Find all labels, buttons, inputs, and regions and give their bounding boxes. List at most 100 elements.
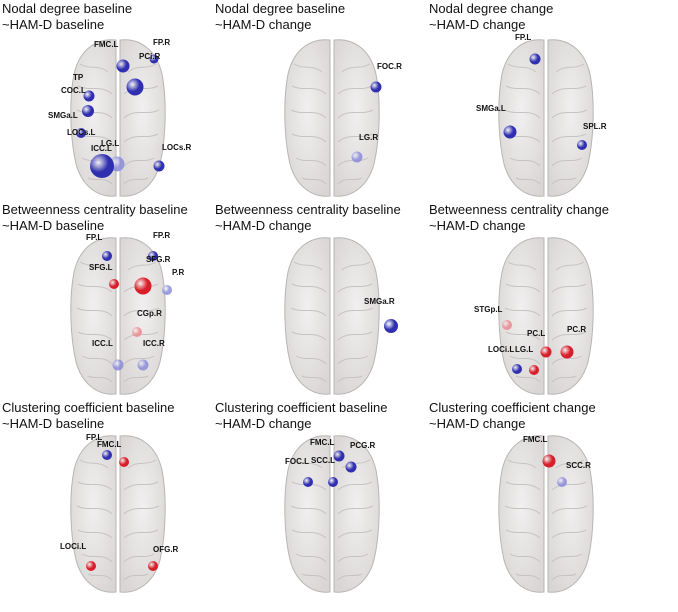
node-label: PC.R [567, 325, 587, 334]
node-label: FP.L [86, 433, 103, 442]
node-label: PCi.R [139, 52, 161, 61]
node-label: SFG.L [89, 263, 113, 272]
brain-top-view [284, 39, 380, 197]
panel-title-line1: Clustering coefficient baseline [215, 400, 388, 415]
node-light-blue [162, 285, 172, 295]
node-blue [577, 140, 587, 150]
panel-title-line1: Nodal degree change [429, 1, 554, 16]
node-light-blue [351, 151, 363, 163]
node-label: LG.R [359, 133, 379, 142]
node-blue [83, 90, 95, 102]
panel-title: Nodal degree baseline ~HAM-D baseline [2, 1, 132, 33]
node-label: OFG.R [153, 545, 179, 554]
brain-top-view [284, 237, 380, 395]
node-label: PCG.R [350, 441, 376, 450]
node-blue [503, 125, 517, 139]
panel-title: Clustering coefficient baseline ~HAM-D c… [215, 400, 387, 432]
node-blue [303, 477, 313, 487]
node-red [560, 345, 574, 359]
panel-title: Betweenness centrality change ~HAM-D cha… [429, 202, 609, 234]
node-label: FMC.L [310, 438, 335, 447]
panel-title: Nodal degree change ~HAM-D change [429, 1, 553, 33]
panel-title: Nodal degree baseline ~HAM-D change [215, 1, 345, 33]
panel-title: Betweenness centrality baseline ~HAM-D c… [215, 202, 401, 234]
node-label: ICC.R [143, 339, 165, 348]
panel-title-line1: Clustering coefficient change [429, 400, 596, 415]
node-label: SCC.R [566, 461, 591, 470]
node-blue [529, 53, 541, 65]
node-red [148, 561, 158, 571]
node-label: STGp.L [474, 305, 503, 314]
node-label: SMGa.R [364, 297, 395, 306]
panel-title: Clustering coefficient change ~HAM-D cha… [429, 400, 596, 432]
node-red [86, 561, 96, 571]
node-label: SMGa.L [48, 111, 78, 120]
node-light-blue [112, 359, 124, 371]
panel-title-line2: ~HAM-D change [429, 218, 526, 233]
node-label: ICC.L [91, 144, 112, 153]
node-label: COC.L [61, 86, 86, 95]
panel-title-line1: Betweenness centrality baseline [2, 202, 188, 217]
node-label: SCC.L [311, 456, 335, 465]
node-blue [76, 128, 86, 138]
panel-title-line1: Betweenness centrality change [429, 202, 609, 217]
node-label: PC.L [527, 329, 546, 338]
node-blue [333, 450, 345, 462]
node-blue [148, 251, 158, 261]
node-blue [90, 154, 114, 178]
node-light-blue [137, 359, 149, 371]
node-label: LOCi.L [488, 345, 515, 354]
node-label: FMC.L [523, 435, 548, 444]
node-blue [116, 59, 130, 73]
panel-title-line2: ~HAM-D change [215, 17, 312, 32]
panel-title-line1: Nodal degree baseline [2, 1, 133, 16]
node-red [119, 457, 129, 467]
node-blue [126, 78, 144, 96]
node-light-red [132, 327, 142, 337]
panel-title-line2: ~HAM-D baseline [2, 416, 105, 431]
panel-title-line2: ~HAM-D change [429, 416, 526, 431]
node-label: CGp.R [137, 309, 162, 318]
node-blue [102, 251, 112, 261]
node-blue [82, 105, 94, 117]
node-red [109, 279, 119, 289]
brain-top-view [498, 237, 594, 395]
node-label: SMGa.L [476, 104, 506, 113]
node-red [542, 454, 556, 468]
panel-title-line2: ~HAM-D change [429, 17, 526, 32]
panel-title-line1: Clustering coefficient baseline [2, 400, 175, 415]
brain-top-view [498, 39, 594, 197]
node-label: P.R [172, 268, 185, 277]
node-red [529, 365, 539, 375]
node-red [134, 277, 152, 295]
node-label: SFG.R [146, 255, 171, 264]
panel-title-line1: Nodal degree baseline [215, 1, 346, 16]
node-blue [345, 461, 357, 473]
brain-top-view [70, 435, 166, 593]
panel-title: Clustering coefficient baseline ~HAM-D b… [2, 400, 174, 432]
node-label: FP.L [515, 33, 532, 42]
node-light-red [502, 320, 512, 330]
node-label: TP [73, 73, 84, 82]
node-blue [328, 477, 338, 487]
node-label: FMC.L [94, 40, 119, 49]
node-blue [370, 81, 382, 93]
node-label: LOCs.L [67, 128, 96, 137]
node-label: FP.R [153, 38, 171, 47]
panel-title-line2: ~HAM-D baseline [2, 218, 105, 233]
node-label: FMC.L [97, 440, 122, 449]
node-blue [102, 450, 112, 460]
node-label: FP.R [153, 231, 171, 240]
node-label: FP.L [86, 233, 103, 242]
node-red [540, 346, 552, 358]
panel-title: Betweenness centrality baseline ~HAM-D b… [2, 202, 188, 234]
node-blue [149, 54, 159, 64]
panel-title-line1: Betweenness centrality baseline [215, 202, 401, 217]
panel-title-line2: ~HAM-D change [215, 416, 312, 431]
panel-title-line2: ~HAM-D change [215, 218, 312, 233]
node-light-blue [557, 477, 567, 487]
node-blue [153, 160, 165, 172]
node-label: LOCi.L [60, 542, 87, 551]
node-label: ICC.L [92, 339, 113, 348]
